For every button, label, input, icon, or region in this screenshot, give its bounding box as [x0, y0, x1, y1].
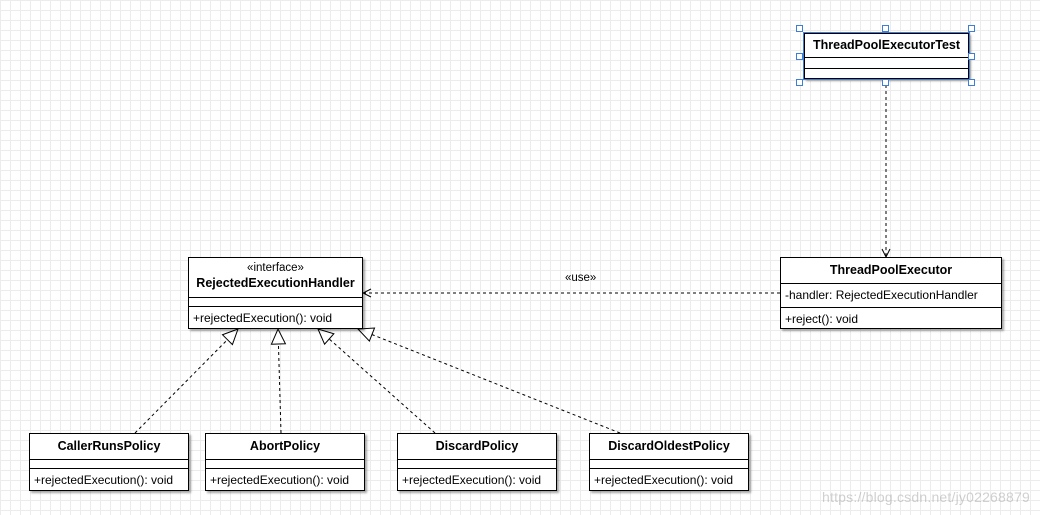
selection-handle-middle-left[interactable]: [796, 53, 803, 60]
realization-callerruns[interactable]: [134, 328, 239, 434]
watermark: https://blog.csdn.net/jy02268879: [822, 489, 1030, 505]
operation-rejectedexecution: +rejectedExecution(): void: [590, 468, 748, 490]
realization-discardoldest[interactable]: [356, 327, 621, 434]
selection-handle-middle-right[interactable]: [968, 53, 975, 60]
attributes-section: [590, 460, 748, 468]
operation-rejectedexecution: +rejectedExecution(): void: [206, 468, 364, 490]
operation-rejectedexecution: +rejectedExecution(): void: [398, 468, 556, 490]
selection-handle-bottom-center[interactable]: [882, 79, 889, 86]
class-discardpolicy[interactable]: DiscardPolicy +rejectedExecution(): void: [397, 433, 557, 491]
selection-handle-top-left[interactable]: [796, 25, 803, 32]
operation-reject: +reject(): void: [781, 307, 1001, 330]
realization-discard[interactable]: [317, 328, 436, 434]
class-header: DiscardPolicy: [398, 434, 556, 460]
attributes-section: [398, 460, 556, 468]
interface-rejectedexecutionhandler[interactable]: «interface» RejectedExecutionHandler +re…: [188, 257, 363, 329]
selection-handle-bottom-left[interactable]: [796, 79, 803, 86]
attribute-handler: -handler: RejectedExecutionHandler: [785, 288, 978, 302]
class-name: ThreadPoolExecutorTest: [812, 38, 961, 52]
selection-handle-bottom-right[interactable]: [968, 79, 975, 86]
class-header: DiscardOldestPolicy: [590, 434, 748, 460]
class-threadpoolexecutor[interactable]: ThreadPoolExecutor -handler: RejectedExe…: [780, 257, 1002, 329]
operations-section: [805, 68, 968, 78]
class-header: ThreadPoolExecutorTest: [805, 34, 968, 58]
selection-handle-top-center[interactable]: [882, 25, 889, 32]
class-header: «interface» RejectedExecutionHandler: [189, 258, 362, 298]
class-name: DiscardPolicy: [435, 439, 519, 453]
stereotype-label: «interface»: [247, 262, 304, 274]
class-callerrunspolicy[interactable]: CallerRunsPolicy +rejectedExecution(): v…: [29, 433, 189, 491]
class-header: CallerRunsPolicy: [30, 434, 188, 460]
class-name: RejectedExecutionHandler: [196, 276, 355, 290]
class-header: ThreadPoolExecutor: [781, 258, 1001, 284]
attributes-section: [206, 460, 364, 468]
class-name: AbortPolicy: [249, 439, 321, 453]
use-label: «use»: [565, 272, 597, 284]
operation-rejectedexecution: +rejectedExecution(): void: [30, 468, 188, 490]
class-name: CallerRunsPolicy: [57, 439, 161, 453]
operation-rejectedexecution: +rejectedExecution(): void: [189, 306, 362, 329]
class-threadpoolexecutortest[interactable]: ThreadPoolExecutorTest: [803, 32, 970, 80]
class-name: DiscardOldestPolicy: [608, 439, 730, 453]
realization-abort[interactable]: [270, 327, 287, 434]
class-abortpolicy[interactable]: AbortPolicy +rejectedExecution(): void: [205, 433, 365, 491]
attributes-section: [805, 58, 968, 68]
selection-handle-top-right[interactable]: [968, 25, 975, 32]
class-name: ThreadPoolExecutor: [829, 263, 953, 277]
attributes-section: [30, 460, 188, 468]
class-header: AbortPolicy: [206, 434, 364, 460]
attributes-section: [189, 298, 362, 306]
class-discardoldestpolicy[interactable]: DiscardOldestPolicy +rejectedExecution()…: [589, 433, 749, 491]
